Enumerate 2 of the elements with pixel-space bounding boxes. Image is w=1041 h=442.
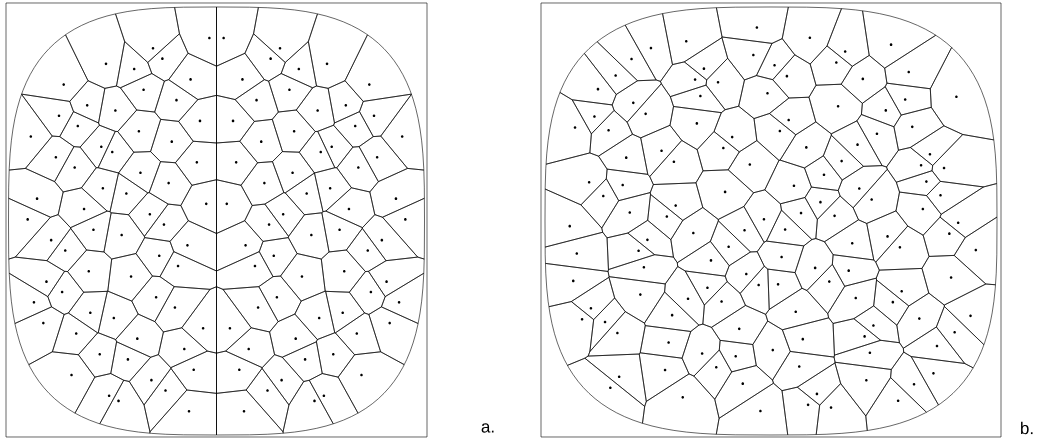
panel-label: a. (481, 423, 494, 433)
panel-label: b. (1021, 421, 1033, 435)
